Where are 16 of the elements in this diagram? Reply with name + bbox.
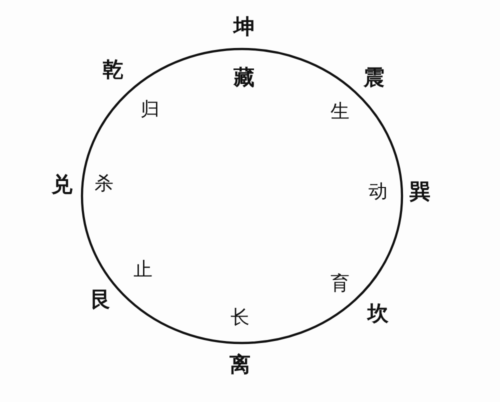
phase-label: 长 <box>230 308 250 328</box>
phase-label: 动 <box>368 182 388 202</box>
phase-label: 育 <box>330 274 350 294</box>
phase-label: 止 <box>134 260 152 280</box>
trigram-label: 坎 <box>368 304 388 324</box>
trigram-label: 震 <box>364 68 384 88</box>
trigram-label: 兑 <box>52 174 72 196</box>
trigram-label: 坤 <box>234 16 254 38</box>
phase-label: 生 <box>330 102 350 122</box>
trigram-label: 艮 <box>90 290 112 310</box>
trigram-label: 乾 <box>102 60 124 80</box>
trigram-label: 藏 <box>234 68 254 88</box>
trigram-label: 离 <box>230 354 250 376</box>
phase-label: 杀 <box>94 174 114 194</box>
trigram-label: 巽 <box>410 182 430 202</box>
phase-label: 归 <box>140 100 160 120</box>
